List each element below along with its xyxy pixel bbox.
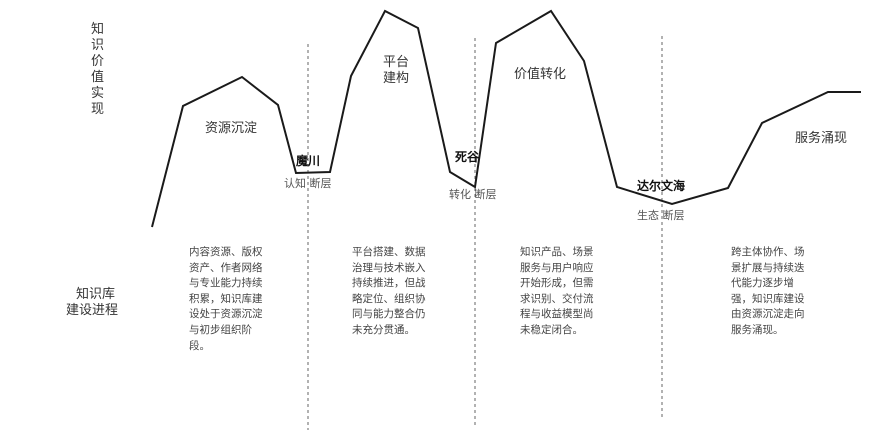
gap-label-ecological-fault: 生态 断层 (637, 209, 685, 222)
gap-name-darwin-sea: 达尔文海 (637, 179, 686, 193)
gap-name-magic-river: 魔川 (296, 154, 321, 168)
y-axis-label: 知识价值实现 (91, 22, 105, 117)
gap-label-cognitive-fault: 认知 断层 (284, 177, 332, 190)
stage-label-resource-accumulation: 资源沉淀 (205, 121, 258, 136)
x-axis-label-line2: 建设进程 (66, 303, 119, 318)
stage-label-value-transformation: 价值转化 (514, 67, 567, 82)
stage-label-service-emergence: 服务涌现 (795, 131, 848, 146)
x-axis-label-line1: 知识库 (76, 287, 116, 302)
value-curve (151, 9, 861, 228)
stage-description-1: 内容资源、版权资产、作者网络与专业能力持续积累，知识库建设处于资源沉淀与初步组织… (189, 246, 263, 352)
stage-description-4: 跨主体协作、场景扩展与持续迭代能力逐步增强，知识库建设由资源沉淀走向服务涌现。 (731, 246, 805, 336)
stage-label-platform-construction-line1: 平台 (383, 55, 410, 70)
gap-name-death-valley: 死谷 (455, 150, 480, 164)
gap-label-transformation-fault: 转化 断层 (449, 188, 497, 201)
stage-label-platform-construction-line2: 建构 (383, 71, 410, 86)
stage-description-3: 知识产品、场景服务与用户响应开始形成，但需求识别、交付流程与收益模型尚未稳定闭合… (520, 246, 594, 336)
stage-description-2: 平台搭建、数据治理与技术嵌入持续推进，但战略定位、组织协同与能力整合仍未充分贯通… (352, 246, 426, 336)
